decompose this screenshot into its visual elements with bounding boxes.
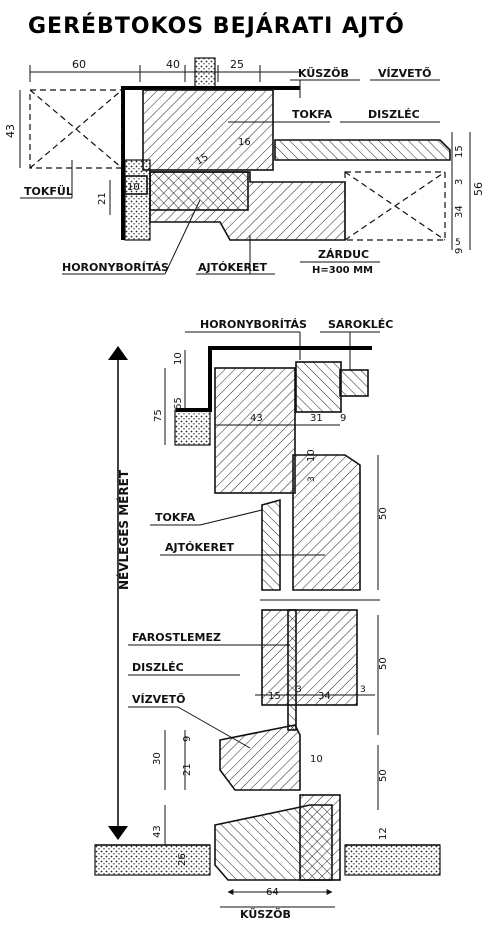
dim-56: 56 [472, 182, 485, 196]
tokfa-side-strip [261, 498, 281, 591]
tokfa-block [142, 89, 274, 171]
label-farostlemez: FAROSTLEMEZ [132, 631, 221, 644]
vizveto-piece [219, 724, 301, 791]
horony-cap [295, 361, 342, 413]
zarduc-rect [344, 171, 446, 241]
dim-50-a: 50 [378, 507, 389, 520]
label-kuszob-bottom: KÜSZÖB [240, 907, 291, 921]
dim-12: 12 [378, 827, 389, 840]
horonyboritas-piece [149, 171, 249, 211]
wall-top [194, 57, 216, 89]
dim-10-bottom-c: 10 [310, 754, 323, 765]
dim-3-bottom-a: 3 [307, 476, 317, 482]
label-kuszob-top: KÜSZÖB [298, 66, 349, 80]
label-horonyboritas-top: HORONYBORÍTÁS [62, 261, 169, 274]
floor-right [344, 844, 441, 876]
dim-9-top: 9 [454, 248, 465, 254]
diszlec-piece [274, 139, 451, 161]
dim-75: 75 [153, 409, 164, 422]
dim-21-bottom: 21 [182, 763, 193, 776]
dim-15-right: 15 [454, 145, 465, 158]
bottom-section: HORONYBORÍTÁS SAROKLÉC NÉVLEGES MÉRET [94, 318, 441, 921]
dim-25: 25 [230, 58, 244, 71]
label-sarokléc: SAROKLÉC [328, 318, 393, 331]
label-vizveto-top: VÍZVETŐ [378, 66, 431, 80]
top-section: 60 40 25 10 KÜSZÖB VÍZVETŐ TOKFA [4, 57, 485, 276]
dim-16: 16 [238, 137, 251, 148]
tokful-rect [29, 89, 123, 169]
dim-26: 26 [177, 853, 188, 866]
dim-31: 31 [310, 413, 323, 424]
wall-bottom-top [174, 409, 211, 446]
dim-3-bottom-b: 3 [296, 685, 302, 695]
label-ajtokeret-bottom: AJTÓKERET [165, 541, 234, 554]
farostlemez-strip [287, 609, 297, 731]
label-ajtokeret-top: AJTÓKERET [198, 261, 267, 274]
dim-43-top: 43 [4, 124, 17, 138]
label-zarduc: ZÁRDUC [318, 248, 369, 261]
dim-21-top: 21 [97, 192, 108, 205]
dim-30: 30 [152, 752, 163, 765]
dim-10-bottom-a: 10 [173, 352, 184, 365]
dim-50-c: 50 [378, 769, 389, 782]
label-diszlec-bottom: DISZLÉC [132, 661, 184, 674]
dim-3-bottom-c: 3 [360, 685, 366, 695]
dim-10-top: 10 [127, 182, 140, 193]
dim-3-top: 3 [454, 179, 465, 185]
dim-34-top: 34 [454, 205, 465, 218]
label-horonyboritas-bottom: HORONYBORÍTÁS [200, 318, 307, 331]
dim-10-bottom-b: 10 [306, 449, 317, 462]
dim-15-bottom: 15 [268, 691, 281, 702]
dim-60: 60 [72, 58, 86, 71]
sarokléc-piece [339, 369, 369, 397]
ajtokeret-lower [261, 609, 358, 706]
dim-40: 40 [166, 58, 180, 71]
dim-5-top: 5 [455, 238, 461, 248]
floor-left [94, 844, 211, 876]
label-tokful: TOKFÜL [24, 184, 73, 198]
label-tokfa-top: TOKFA [292, 108, 333, 121]
dim-43-bottom-b: 43 [152, 825, 163, 838]
threshold-block [299, 794, 341, 881]
dim-64: 64 [266, 887, 279, 898]
drawing-title: GERÉBTOKOS BEJÁRATI AJTÓ [28, 13, 405, 39]
label-vizveto-bottom: VÍZVETŐ [132, 692, 185, 706]
label-diszlec-top: DISZLÉC [368, 108, 420, 121]
dim-9-bottom: 9 [340, 413, 346, 424]
ajtokeret-upper [292, 454, 361, 591]
dim-50-b: 50 [378, 657, 389, 670]
dim-43-bottom: 43 [250, 413, 263, 424]
wall-jamb [124, 159, 151, 241]
label-nevleges-meret: NÉVLEGES MÉRET [116, 469, 131, 590]
label-zarduc-h: H=300 MM [312, 265, 373, 276]
label-tokfa-bottom: TOKFA [155, 511, 196, 524]
dim-9-bottom-b: 9 [182, 736, 193, 742]
tokfa-upper-block [214, 367, 296, 494]
dim-65: 65 [173, 397, 184, 410]
dim-34-bottom: 34 [318, 691, 331, 702]
